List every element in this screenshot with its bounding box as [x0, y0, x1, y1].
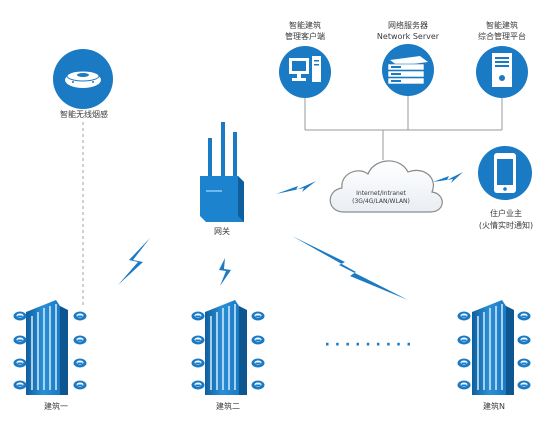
client-label-line2: 管理客户端: [285, 32, 325, 41]
wireless-signals: [118, 172, 463, 300]
smartphone-icon: [478, 146, 532, 200]
building-two-label: 建筑二: [216, 402, 240, 411]
client-workstation-icon: [279, 46, 331, 98]
signal-bolt-center: [219, 258, 231, 286]
network-server-icon: [382, 44, 434, 96]
cloud-label-line2: (3G/4G/LAN/WLAN): [352, 198, 410, 205]
building-one-icon: [13, 300, 87, 395]
client-label-line1: 智能建筑: [289, 21, 321, 30]
signal-bolt-gateway-cloud: [276, 181, 316, 194]
signal-bolt-cloud-owner: [433, 172, 463, 183]
cloud-label-line1: Internet/Intranet: [356, 190, 406, 197]
signal-bolt-left: [118, 238, 150, 285]
smoke-sensor-label: 智能无线烟感: [60, 110, 108, 119]
platform-label-line2: 综合管理平台: [478, 32, 526, 41]
building-n-icon: [457, 300, 531, 395]
platform-label-line1: 智能建筑: [486, 21, 518, 30]
management-platform-icon: [476, 46, 528, 98]
connection-lines: [82, 96, 503, 305]
building-two-icon: [191, 300, 265, 395]
building-one-label: 建筑一: [44, 402, 68, 411]
internet-cloud-icon: [329, 160, 443, 213]
server-label-line1: 网络服务器: [388, 21, 428, 30]
owner-label-line2: (火情实时通知): [478, 221, 534, 230]
building-n-label: 建筑N: [483, 402, 505, 411]
owner-label-line1: 住户业主: [490, 209, 522, 218]
signal-bolt-right: [292, 236, 408, 300]
smoke-sensor-icon: [53, 49, 113, 109]
gateway-label: 网关: [214, 227, 230, 236]
ellipsis-dots: · · · · · · · · ·: [324, 337, 412, 353]
gateway-router-icon: [200, 122, 244, 222]
server-label-line2: Network Server: [376, 32, 440, 41]
